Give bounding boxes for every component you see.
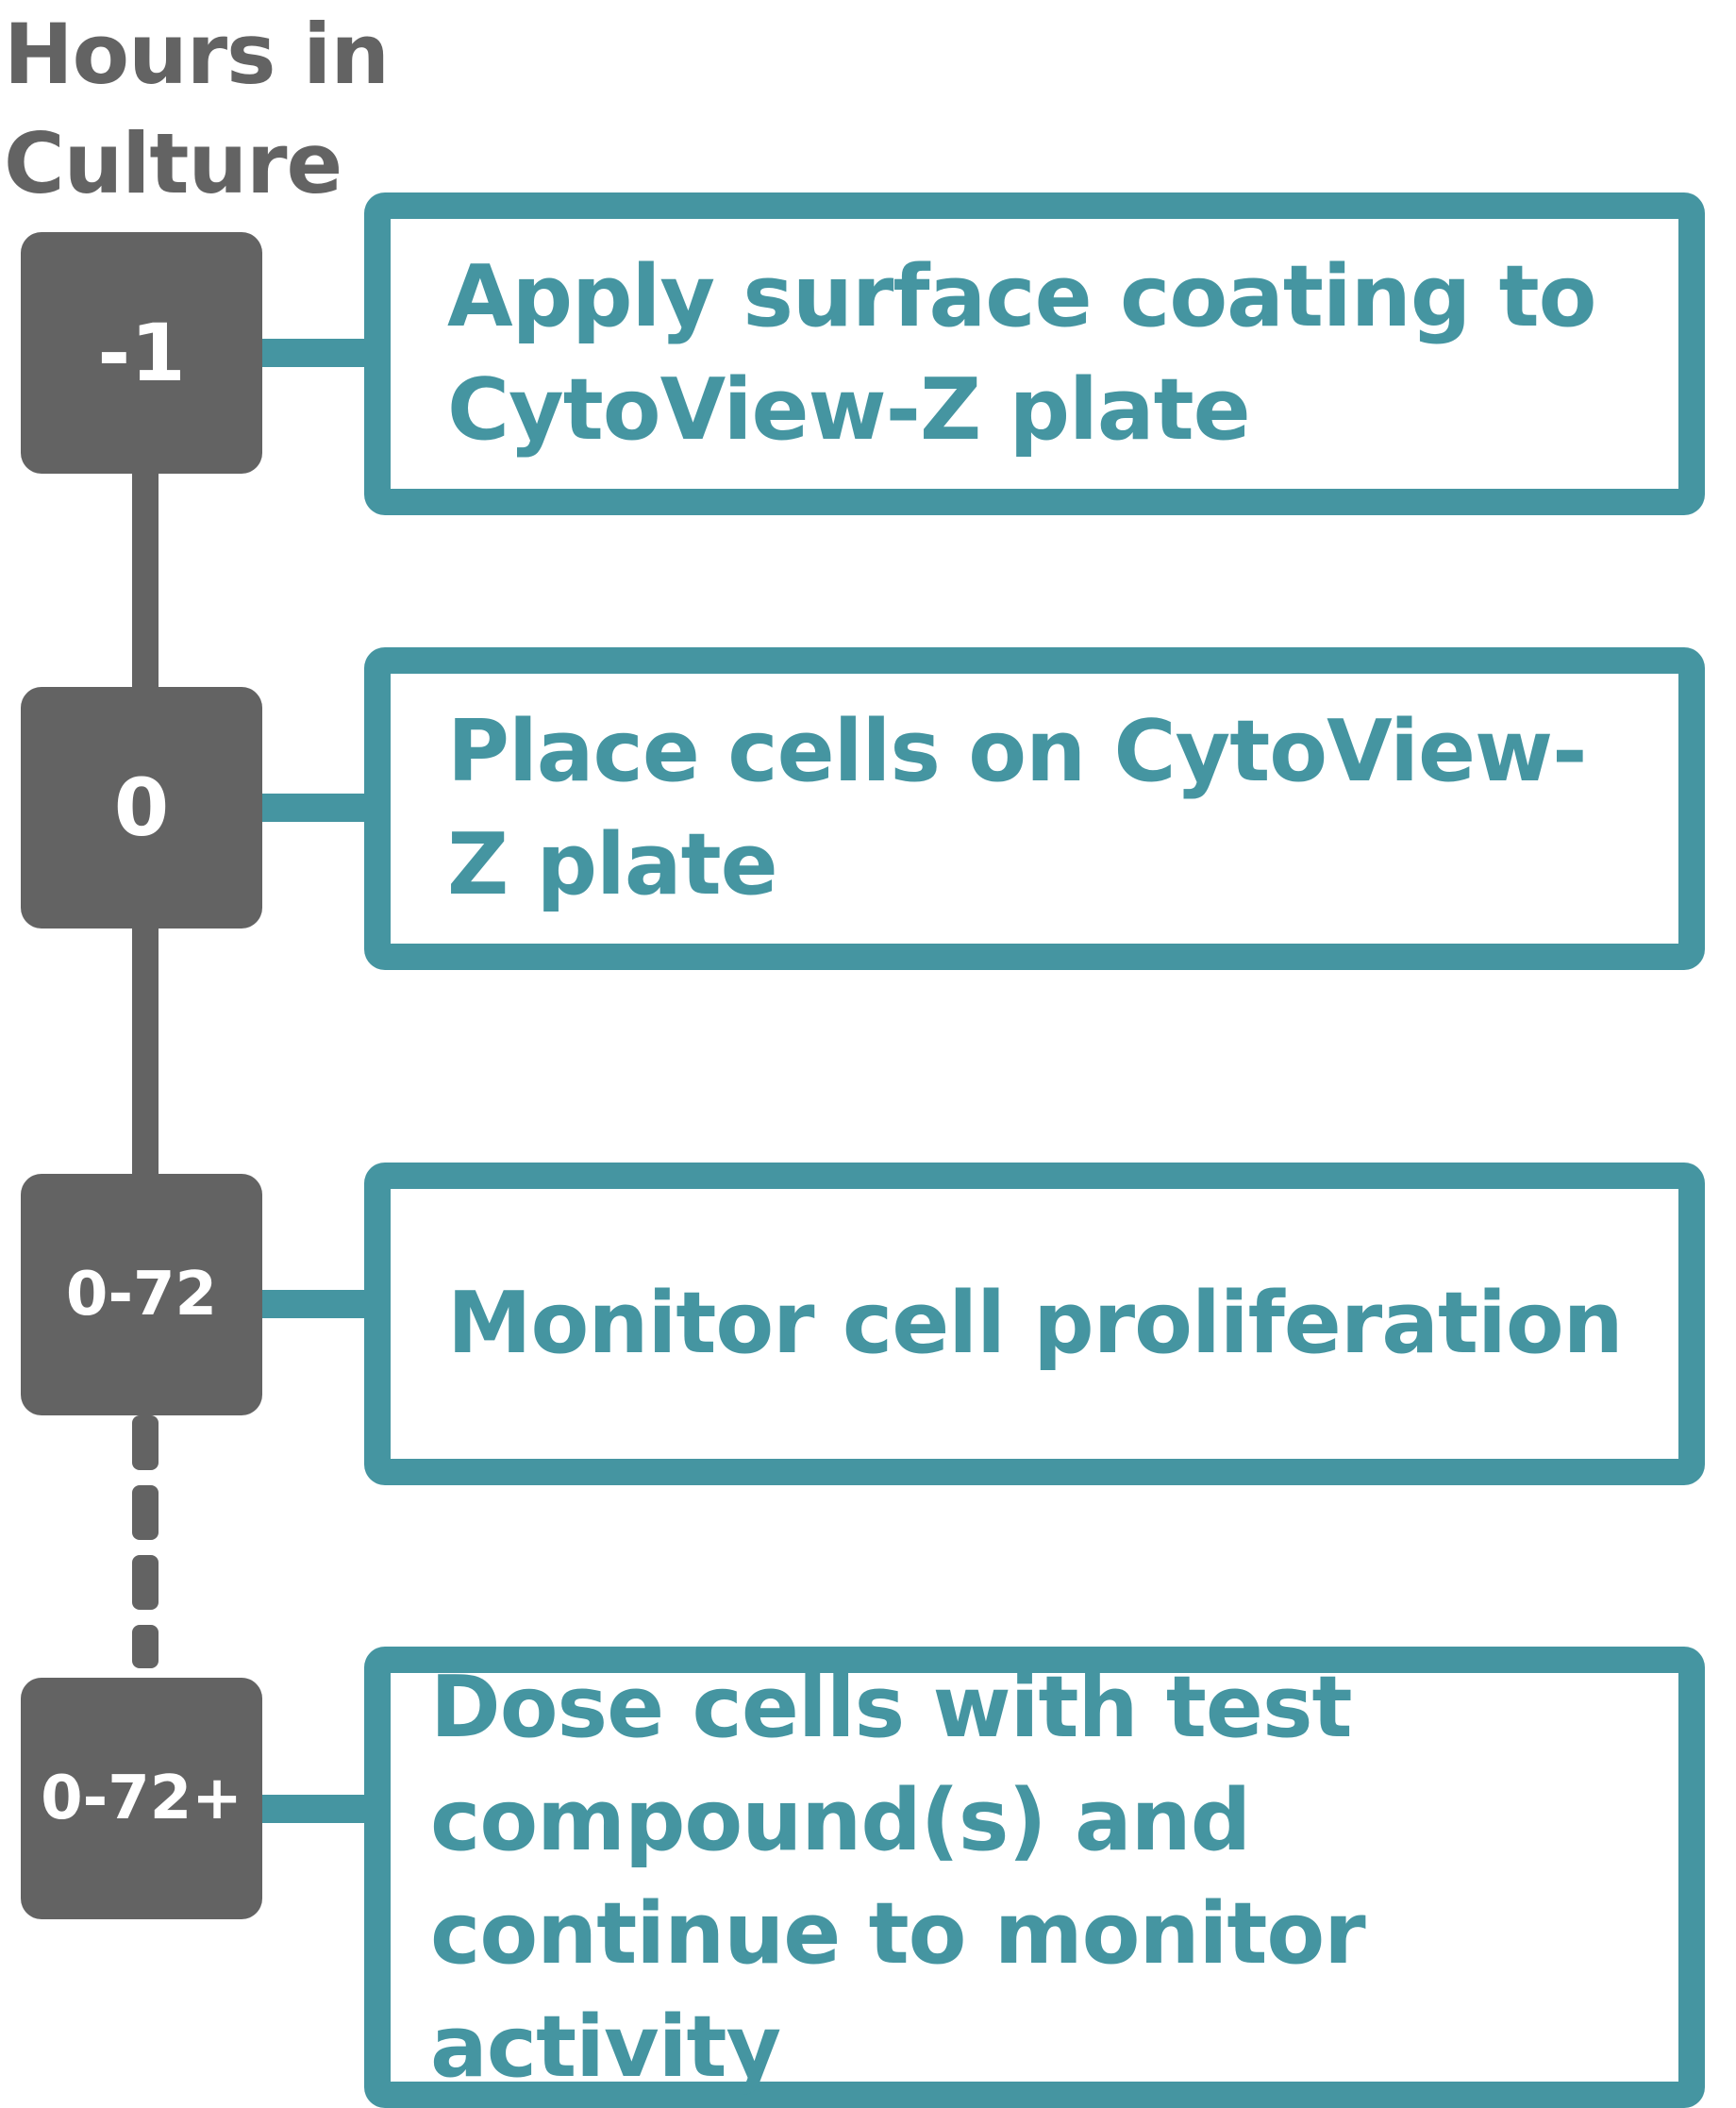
hour-label: 0-72 [65, 1260, 218, 1330]
hour-box-step-1: -1 [21, 232, 262, 474]
step-description: Monitor cell proliferation [447, 1274, 1624, 1373]
step-box-4: Dose cells with test compound(s) and con… [364, 1647, 1705, 2108]
step-box-2: Place cells on CytoView-Z plate [364, 647, 1705, 970]
hour-box-step-2: 0 [21, 687, 262, 929]
diagram-title: Hours in Culture [4, 0, 400, 219]
hour-label: -1 [97, 307, 186, 399]
timeline-dash-3 [132, 1555, 159, 1610]
step-description: Dose cells with test compound(s) and con… [430, 1657, 1366, 2097]
timeline-dash-4 [132, 1625, 159, 1668]
connector-step-4 [262, 1795, 364, 1823]
timeline-dash-2 [132, 1485, 159, 1540]
step-description: Place cells on CytoView-Z plate [447, 702, 1588, 914]
step-description: Apply surface coating to CytoView-Z plat… [447, 247, 1596, 460]
step-box-3: Monitor cell proliferation [364, 1163, 1705, 1485]
connector-step-3 [262, 1290, 364, 1318]
connector-step-1 [262, 339, 364, 367]
title-line-2: Culture [4, 115, 342, 212]
step-box-1: Apply surface coating to CytoView-Z plat… [364, 192, 1705, 515]
hour-box-step-3: 0-72 [21, 1174, 262, 1415]
hour-box-step-4: 0-72+ [21, 1678, 262, 1919]
timeline-line-2 [132, 929, 159, 1178]
timeline-line-1 [132, 472, 159, 691]
connector-step-2 [262, 794, 364, 822]
hour-label: 0 [113, 761, 170, 854]
timeline-dash-1 [132, 1415, 159, 1470]
title-line-1: Hours in [4, 6, 390, 103]
hour-label: 0-72+ [41, 1764, 242, 1833]
